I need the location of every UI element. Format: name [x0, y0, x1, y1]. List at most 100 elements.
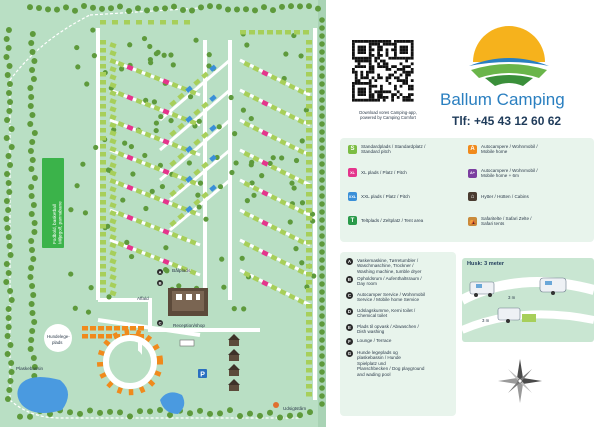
pitch-marker: [306, 264, 312, 269]
tree-icon: [117, 409, 123, 416]
tree-icon: [252, 7, 258, 14]
pitch-marker: [162, 108, 170, 115]
pitch-marker: [252, 275, 260, 283]
pitch-marker: [306, 96, 312, 101]
pitch-legend-label: XL plads / Platz / Pitch: [361, 169, 407, 175]
pitch-marker: [306, 320, 312, 325]
pitch-marker: [171, 82, 179, 89]
pitch-marker: [201, 131, 209, 139]
pitch-marker: [189, 119, 197, 126]
pitch-marker: [185, 85, 193, 93]
pitch-marker: [106, 334, 112, 339]
pitch-marker: [270, 74, 278, 82]
tree-icon: [151, 99, 157, 105]
tree-icon: [91, 53, 97, 59]
tree-icon: [197, 407, 203, 414]
distance-label-2: 3 m: [482, 318, 490, 323]
tree-icon: [319, 281, 325, 287]
pitch-marker: [243, 150, 251, 158]
pitch-marker: [261, 129, 269, 137]
pitch-marker: [279, 258, 287, 266]
pitch-marker: [122, 326, 128, 331]
tree-icon: [84, 81, 90, 87]
tree-icon: [27, 4, 33, 11]
tree-icon: [203, 216, 209, 222]
pitch-marker: [100, 80, 106, 85]
tree-icon: [77, 410, 83, 417]
tree-icon: [267, 409, 273, 416]
tree-icon: [189, 7, 195, 14]
tree-icon: [319, 113, 325, 119]
pitch-marker: [171, 202, 179, 209]
tree-icon: [319, 241, 325, 247]
pitch-marker: [189, 149, 197, 156]
pitch-marker: [270, 284, 278, 292]
service-legend-label: Opholdsrum / Aufenthaltsraum / Day room: [357, 276, 422, 287]
tree-icon: [319, 393, 325, 399]
tree-icon: [279, 155, 285, 161]
pitch-marker: [109, 178, 117, 185]
tree-icon: [248, 162, 254, 168]
pitch-marker: [270, 194, 278, 202]
pitch-marker: [193, 168, 201, 176]
pitch-marker: [109, 194, 117, 201]
pitch-marker: [172, 20, 178, 25]
tree-icon: [90, 27, 96, 33]
tree-icon: [3, 216, 10, 222]
tree-icon: [28, 184, 35, 190]
pitch-marker: [100, 288, 106, 293]
pitch-marker: [100, 144, 106, 149]
caravan-icon: [539, 277, 567, 295]
pitch-marker: [288, 113, 296, 121]
tree-icon: [319, 161, 325, 167]
tree-icon: [31, 229, 38, 235]
pitch-marker: [109, 226, 117, 233]
pitch-marker: [240, 30, 246, 35]
tree-icon: [8, 297, 15, 303]
pitch-marker: [109, 42, 117, 49]
tree-icon: [319, 89, 325, 95]
pitch-marker: [189, 209, 197, 216]
pitch-marker: [109, 162, 117, 169]
tree-icon: [158, 114, 164, 120]
pitch-marker: [201, 191, 209, 199]
tree-icon: [106, 294, 112, 300]
tree-icon: [29, 283, 36, 289]
tree-icon: [287, 219, 293, 225]
pitch-marker: [306, 88, 312, 93]
tree-icon: [29, 328, 36, 334]
pitch-marker: [106, 326, 112, 331]
tree-icon: [6, 243, 13, 249]
pitch-marker: [103, 339, 111, 347]
pitch-marker: [109, 66, 117, 73]
pitch-marker: [297, 177, 305, 185]
tree-icon: [36, 4, 42, 11]
pitch-marker: [138, 326, 144, 331]
tree-icon: [319, 193, 325, 199]
pitch-marker: [100, 176, 106, 181]
pitch-marker: [90, 326, 96, 331]
pitch-marker: [169, 219, 177, 227]
service-badge: E: [346, 324, 353, 331]
pitch-marker: [109, 170, 117, 177]
app-download-note: Download vores Camping-app, powered by C…: [359, 110, 417, 121]
tree-icon: [319, 337, 325, 343]
tree-icon: [309, 211, 316, 217]
pitch-marker: [306, 176, 312, 181]
tree-icon: [180, 6, 186, 13]
tree-icon: [319, 97, 325, 103]
pitch-marker: [279, 138, 287, 146]
tree-icon: [31, 175, 38, 181]
tree-icon: [233, 160, 239, 166]
tree-icon: [307, 409, 313, 416]
tree-icon: [7, 252, 14, 258]
tree-icon: [5, 315, 12, 321]
tree-icon: [187, 410, 193, 417]
pitch-marker: [153, 195, 161, 202]
tree-icon: [5, 153, 12, 159]
parking-icon: [198, 369, 207, 378]
pitch-marker: [270, 224, 278, 232]
